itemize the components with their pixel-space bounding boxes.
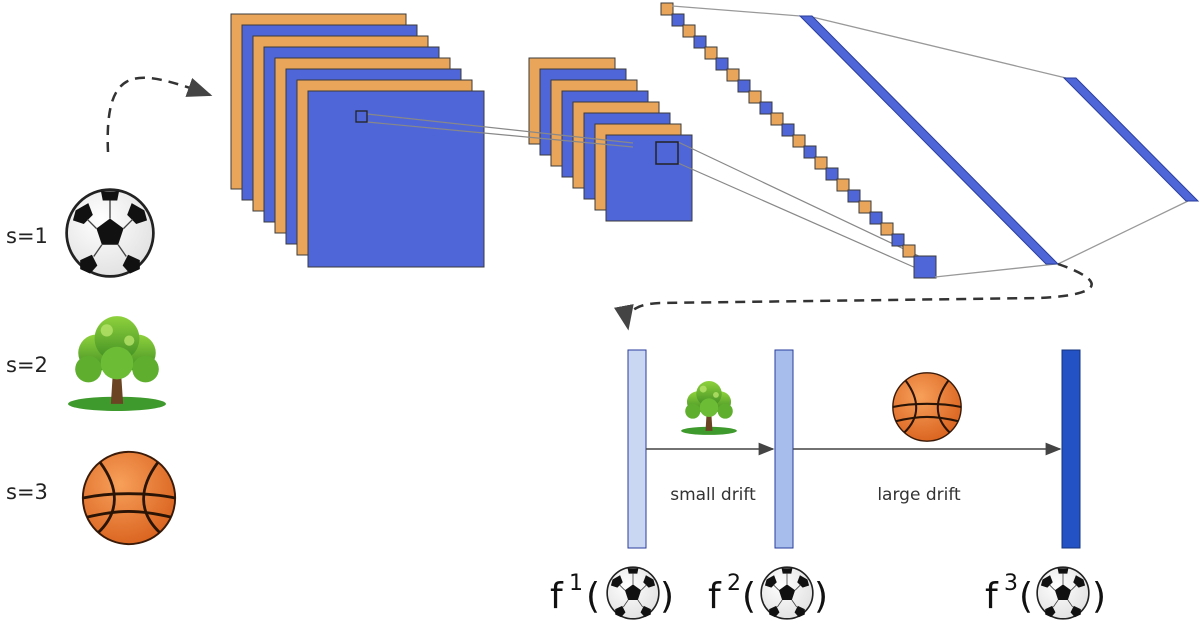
- conv-layer-1-feature-maps: [230, 13, 485, 268]
- feature-bars: [627, 349, 1081, 549]
- receptive-field-connections: [366, 113, 926, 273]
- flatten-cell: [726, 68, 740, 82]
- output-dashed-arrow: [614, 262, 1093, 331]
- flatten-cell: [770, 112, 784, 126]
- output-paren-close-3: ): [1092, 576, 1106, 617]
- flatten-cell: [737, 79, 751, 93]
- soccer-ball-icon: [1036, 566, 1090, 620]
- basketball-icon: [81, 450, 177, 546]
- tree-icon: [68, 316, 166, 411]
- output-sup-3: 3: [1004, 571, 1018, 596]
- feature-map: [307, 90, 485, 268]
- flatten-cell: [660, 2, 674, 16]
- flatten-cell: [715, 57, 729, 71]
- drift-basketball-icon: [891, 371, 963, 443]
- flatten-cell: [825, 167, 839, 181]
- soccer-ball-icon: [65, 188, 155, 278]
- flatten-cell: [902, 244, 916, 258]
- flatten-cell: [792, 134, 806, 148]
- soccer-ball-icon: [606, 566, 660, 620]
- feature-bar-2: [774, 349, 794, 549]
- small-drift-label: small drift: [670, 485, 756, 505]
- sample-label-2: s=2: [6, 353, 48, 377]
- flatten-cell: [748, 90, 762, 104]
- sample-list: s=1 s=2 s=3: [6, 188, 177, 546]
- receptive-field-small: [355, 110, 368, 123]
- input-dashed-arrow: [106, 76, 213, 153]
- flatten-cell: [704, 46, 718, 60]
- sample-label-1: s=1: [6, 224, 48, 248]
- fc-layer-2: [1062, 77, 1200, 202]
- fc-layer-1: [798, 15, 1060, 265]
- output-labels: f 1 ( ) f 2 ( ) f 3 ( ): [550, 566, 1106, 620]
- flatten-cell: [836, 178, 850, 192]
- feature-map: [605, 134, 693, 222]
- output-func-3: f: [985, 576, 999, 617]
- output-paren-open-1: (: [586, 576, 600, 617]
- flatten-cell: [781, 123, 795, 137]
- flatten-cell: [693, 35, 707, 49]
- flatten-cell: [682, 24, 696, 38]
- flatten-cell: [858, 200, 872, 214]
- drift-tree-icon: [681, 380, 737, 435]
- fc-connections: [671, 5, 1189, 278]
- feature-bar-1: [627, 349, 647, 549]
- large-drift-label: large drift: [877, 485, 961, 505]
- sample-label-3: s=3: [6, 480, 48, 504]
- flatten-cell: [880, 222, 894, 236]
- receptive-field-large: [655, 141, 679, 165]
- flatten-cell: [847, 189, 861, 203]
- output-paren-open-3: (: [1019, 576, 1033, 617]
- output-paren-close-2: ): [814, 576, 828, 617]
- flatten-cell: [814, 156, 828, 170]
- output-label-2: f 2 ( ): [708, 566, 828, 620]
- flatten-cell: [803, 145, 817, 159]
- conv-layer-2-feature-maps: [528, 57, 693, 222]
- flattened-vector: [660, 2, 937, 279]
- output-sup-2: 2: [727, 571, 741, 596]
- flatten-cell: [869, 211, 883, 225]
- output-label-1: f 1 ( ): [550, 566, 674, 620]
- output-label-3: f 3 ( ): [985, 566, 1106, 620]
- output-paren-open-2: (: [742, 576, 756, 617]
- output-func-2: f: [708, 576, 722, 617]
- flatten-cell: [759, 101, 773, 115]
- flatten-cell: [671, 13, 685, 27]
- output-paren-close-1: ): [660, 576, 674, 617]
- flatten-cell: [891, 233, 905, 247]
- output-func-1: f: [550, 576, 564, 617]
- output-sup-1: 1: [569, 571, 583, 596]
- flatten-cell: [913, 255, 937, 279]
- soccer-ball-icon: [760, 566, 814, 620]
- feature-bar-3: [1061, 349, 1081, 549]
